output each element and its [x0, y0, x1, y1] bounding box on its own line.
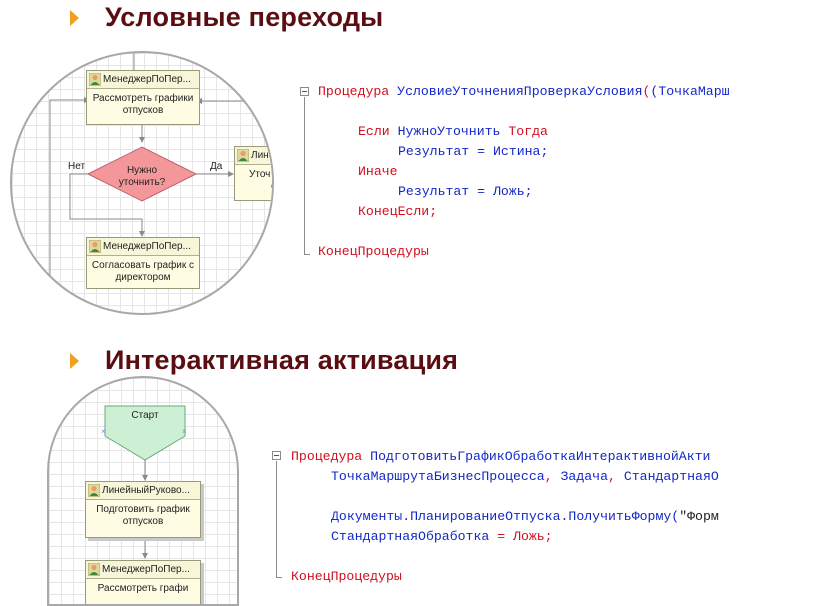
condition-text[interactable]: Нужно уточнить? [118, 165, 166, 188]
code-fold-line [276, 461, 277, 577]
section-title-text: Условные переходы [105, 2, 384, 32]
node-text-line: Рассмотреть графи [97, 583, 189, 594]
task-node-review-schedules[interactable]: МенеджерПоПер... Рассмотреть графики отп… [86, 70, 200, 125]
start-shape [104, 405, 186, 461]
node-role: МенеджерПоПер... [102, 564, 190, 575]
code-block-interactive[interactable]: Процедура ПодготовитьГрафикОбработкаИнте… [291, 447, 821, 592]
node-text-line: Уточ [249, 169, 271, 180]
collapse-toggle[interactable] [272, 451, 281, 460]
task-node-prepare-schedule[interactable]: ЛинейныйРуково... Подготовить график отп… [85, 481, 201, 538]
collapse-toggle[interactable] [300, 87, 309, 96]
node-role: Лине [251, 150, 274, 161]
node-text-line: отпусков [122, 105, 164, 116]
bullet-arrow-icon [70, 352, 79, 369]
diagram-interactive-zoom: × × Старт ЛинейныйРуково... Подготовить … [47, 376, 239, 606]
user-icon [89, 240, 101, 253]
condition-diamond [86, 146, 198, 202]
condition-yes-label: Да [210, 161, 223, 172]
user-icon [237, 149, 249, 162]
code-line: ТочкаМаршрутаБизнесПроцесса, Задача, Ста… [331, 469, 719, 484]
code-line: Результат = Ложь; [398, 184, 533, 199]
code-line: Результат = Истина; [398, 144, 549, 159]
section-title-text: Интерактивная активация [105, 345, 459, 375]
node-text-line: о [249, 181, 272, 193]
code-block-conditional[interactable]: Процедура УсловиеУточненияПроверкаУслови… [318, 82, 821, 262]
svg-text:×: × [182, 427, 187, 436]
code-fold-end [304, 254, 310, 255]
task-node-review-schedule[interactable]: МенеджерПоПер... Рассмотреть графи [85, 560, 201, 604]
user-icon [89, 73, 101, 86]
node-role: ЛинейныйРуково... [102, 485, 190, 496]
node-role: МенеджерПоПер... [103, 241, 191, 252]
code-line: СтандартнаяОбработка = Ложь; [331, 529, 553, 544]
task-node-clarify[interactable]: Лине Уточ о [234, 146, 274, 201]
code-line: КонецПроцедуры [291, 569, 402, 584]
flow-connectors: × × [101, 405, 187, 559]
code-line: Процедура УсловиеУточненияПроверкаУслови… [318, 84, 730, 99]
flow-connectors [49, 53, 247, 313]
start-label[interactable]: Старт [131, 410, 159, 421]
node-text-line: Согласовать график с [91, 260, 195, 271]
user-icon [88, 484, 100, 497]
task-node-agree-schedule[interactable]: МенеджерПоПер... Согласовать график с ди… [86, 237, 200, 289]
code-line: Иначе [358, 164, 398, 179]
diagram-conditional-zoom: Нет Да Нужно уточнить? МенеджерПоПер... … [10, 51, 274, 315]
section-title-interactive: Интерактивная активация [70, 345, 458, 376]
section-title-conditional: Условные переходы [70, 2, 383, 33]
code-fold-line [304, 97, 305, 254]
bullet-arrow-icon [70, 9, 79, 26]
node-role: МенеджерПоПер... [103, 74, 191, 85]
code-fold-end [276, 577, 282, 578]
user-icon [88, 563, 100, 576]
node-text-line: Рассмотреть графики [92, 93, 194, 104]
code-line: Если НужноУточнить Тогда [358, 124, 548, 139]
code-line: КонецПроцедуры [318, 244, 429, 259]
svg-text:×: × [101, 427, 106, 436]
node-text-line: Подготовить график [96, 504, 190, 515]
node-text-line: директором [115, 272, 171, 283]
code-line: КонецЕсли; [358, 204, 438, 219]
code-line: Процедура ПодготовитьГрафикОбработкаИнте… [291, 449, 711, 464]
condition-no-label: Нет [68, 161, 86, 172]
node-text-line: отпусков [122, 516, 164, 527]
code-line: Документы.ПланированиеОтпуска.ПолучитьФо… [331, 509, 719, 524]
